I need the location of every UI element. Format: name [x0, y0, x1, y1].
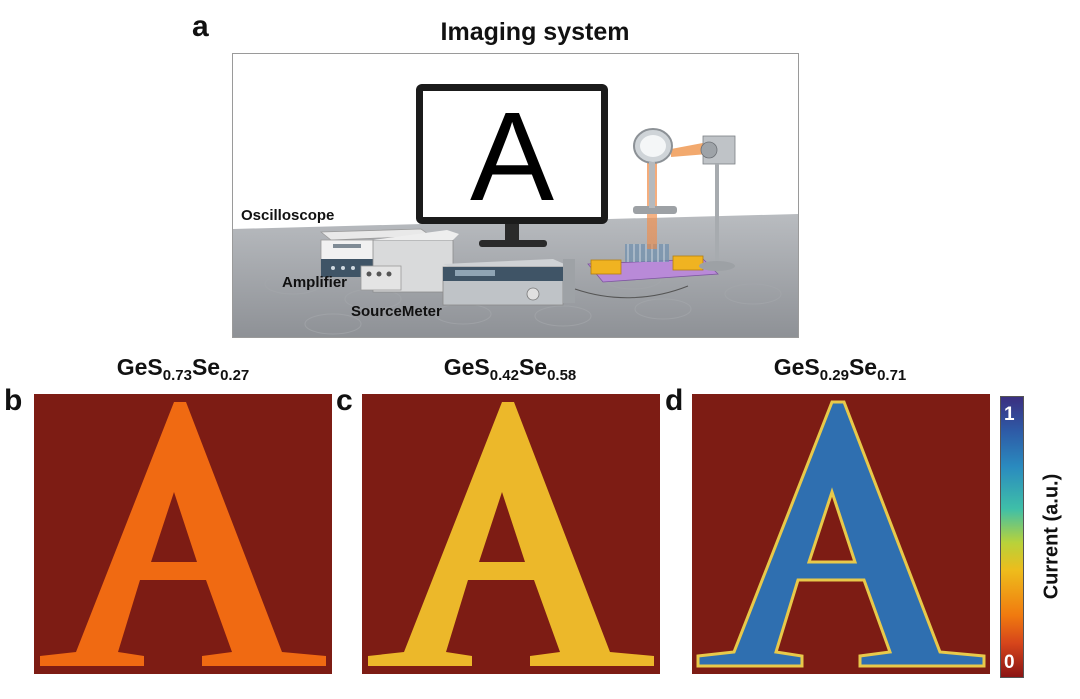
panel-b-formula-base1: GeS — [116, 354, 163, 380]
panel-b-formula-base2: Se — [191, 354, 221, 380]
panel-d-formula-sub2: 0.71 — [877, 367, 907, 384]
colorbar — [1000, 396, 1024, 678]
panel-d-letter-a-edge — [696, 400, 986, 668]
imaging-system-title: Imaging system — [440, 18, 630, 46]
panel-b-formula-sub1: 0.73 — [162, 367, 192, 384]
panel-b-formula: GeS0.73Se0.27 — [38, 354, 328, 384]
panel-c-formula-base2: Se — [518, 354, 548, 380]
panel-d-letter-a-shape — [698, 402, 984, 666]
panel-d-map-svg — [692, 394, 990, 674]
panel-c-photocurrent-map — [362, 394, 660, 674]
sample-stage — [587, 244, 719, 283]
monitor — [416, 84, 608, 247]
colorbar-max-label: 1 — [1004, 404, 1015, 425]
oscilloscope-label: Oscilloscope — [241, 207, 335, 224]
light-beam-horizontal — [671, 142, 708, 157]
sourcemeter-device — [442, 259, 575, 306]
amplifier-label: Amplifier — [282, 274, 348, 291]
colorbar-min-label: 0 — [1004, 652, 1015, 673]
monitor-letter: A — [470, 86, 554, 227]
panel-c-formula-sub2: 0.58 — [547, 367, 577, 384]
panel-c-letter: c — [336, 384, 353, 417]
imaging-system-illustration: A — [232, 53, 799, 338]
panel-c-formula-sub1: 0.42 — [489, 367, 519, 384]
panel-b-formula-sub2: 0.27 — [220, 367, 250, 384]
panel-b-letter-a-shape — [40, 402, 326, 666]
panel-b-photocurrent-map — [34, 394, 332, 674]
colorbar-axis-label: Current (a.u.) — [1040, 473, 1063, 600]
panel-c-map-svg — [362, 394, 660, 674]
panel-d-formula-base1: GeS — [773, 354, 820, 380]
panel-b-letter: b — [4, 384, 23, 417]
mirror — [633, 128, 677, 214]
oscilloscope-device — [319, 228, 459, 293]
panel-b-map-svg — [34, 394, 332, 674]
panel-c-formula: GeS0.42Se0.58 — [365, 354, 655, 384]
light-source — [699, 135, 736, 271]
panel-d-formula: GeS0.29Se0.71 — [695, 354, 985, 384]
monitor-screen — [423, 91, 601, 217]
panel-d-letter: d — [665, 384, 684, 417]
panel-c-letter-a-shape — [368, 402, 654, 666]
imaging-system-scene: A — [233, 84, 798, 337]
panel-d-formula-base2: Se — [848, 354, 878, 380]
panel-d-photocurrent-map — [692, 394, 990, 674]
panel-a-letter: a — [192, 10, 209, 43]
sourcemeter-label: SourceMeter — [351, 303, 442, 320]
panel-d-formula-sub1: 0.29 — [819, 367, 849, 384]
panel-c-formula-base1: GeS — [443, 354, 490, 380]
